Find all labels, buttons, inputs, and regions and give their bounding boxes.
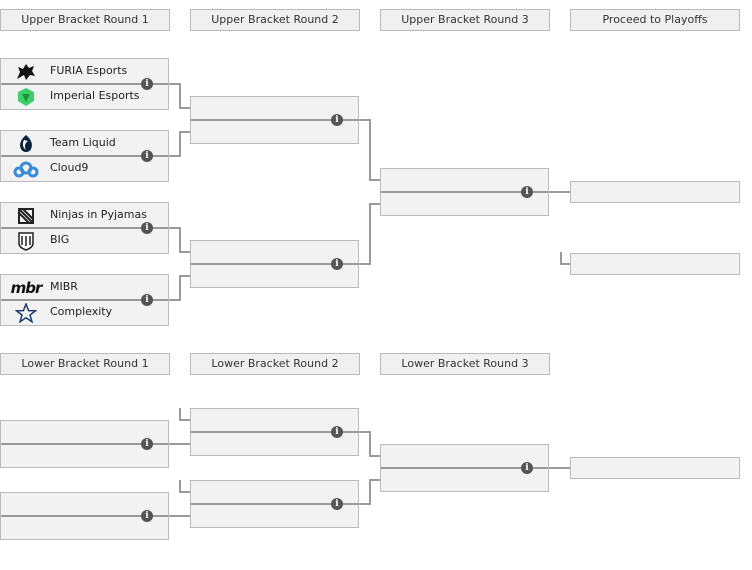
match-info-icon[interactable]: i <box>141 150 153 162</box>
ub-r1-match-1: FURIA Esports Imperial Esports i <box>0 58 169 110</box>
empty-team-slot[interactable] <box>191 120 337 143</box>
empty-team-slot[interactable] <box>381 192 527 215</box>
lb-r2-match-1: i <box>190 408 359 456</box>
lb-r2-match-2: i <box>190 480 359 528</box>
match-info-icon[interactable]: i <box>141 294 153 306</box>
liquid-logo-icon <box>13 134 39 153</box>
team-slot-imperial[interactable]: Imperial Esports <box>1 84 147 109</box>
match-info-icon[interactable]: i <box>331 114 343 126</box>
team-slot-complexity[interactable]: Complexity <box>1 300 147 325</box>
match-info-icon[interactable]: i <box>141 510 153 522</box>
cloud9-logo-icon <box>13 159 39 178</box>
match-info-icon[interactable]: i <box>521 462 533 474</box>
team-slot-big[interactable]: BIG <box>1 228 147 253</box>
empty-team-slot[interactable] <box>1 493 147 516</box>
header-ub-round-2: Upper Bracket Round 2 <box>190 9 360 31</box>
empty-team-slot[interactable] <box>1 421 147 444</box>
complexity-logo-icon <box>13 302 39 323</box>
team-slot-cloud9[interactable]: Cloud9 <box>1 156 147 181</box>
header-proceed-to-playoffs: Proceed to Playoffs <box>570 9 740 31</box>
empty-team-slot[interactable] <box>191 432 337 455</box>
empty-team-slot[interactable] <box>381 169 527 192</box>
empty-team-slot[interactable] <box>191 97 337 120</box>
ub-r1-match-2: Team Liquid Cloud9 i <box>0 130 169 182</box>
imperial-logo-icon <box>13 87 39 106</box>
empty-team-slot[interactable] <box>1 516 147 539</box>
lb-r3-match-1: i <box>380 444 549 492</box>
header-lb-round-3: Lower Bracket Round 3 <box>380 353 550 375</box>
ub-r2-match-1: i <box>190 96 359 144</box>
nip-logo-icon <box>13 206 39 225</box>
header-ub-round-1: Upper Bracket Round 1 <box>0 9 170 31</box>
header-lb-round-2: Lower Bracket Round 2 <box>190 353 360 375</box>
ub-r3-match-1: i <box>380 168 549 216</box>
match-info-icon[interactable]: i <box>141 438 153 450</box>
empty-team-slot[interactable] <box>191 409 337 432</box>
team-slot-nip[interactable]: Ninjas in Pyjamas <box>1 203 147 228</box>
furia-logo-icon <box>13 62 39 81</box>
match-info-icon[interactable]: i <box>331 498 343 510</box>
header-ub-round-3: Upper Bracket Round 3 <box>380 9 550 31</box>
mibr-logo-icon: mbr <box>10 278 43 297</box>
match-info-icon[interactable]: i <box>141 78 153 90</box>
ub-r2-match-2: i <box>190 240 359 288</box>
lb-r1-match-2: i <box>0 492 169 540</box>
match-info-icon[interactable]: i <box>521 186 533 198</box>
match-info-icon[interactable]: i <box>331 426 343 438</box>
empty-team-slot[interactable] <box>191 504 337 527</box>
playoff-slot-1[interactable] <box>570 181 740 203</box>
empty-team-slot[interactable] <box>191 241 337 264</box>
playoff-slot-2[interactable] <box>570 253 740 275</box>
playoff-slot-3[interactable] <box>570 457 740 479</box>
lb-r1-match-1: i <box>0 420 169 468</box>
team-slot-furia[interactable]: FURIA Esports <box>1 59 147 84</box>
ub-r1-match-4: mbr MIBR Complexity i <box>0 274 169 326</box>
empty-team-slot[interactable] <box>381 445 527 468</box>
match-info-icon[interactable]: i <box>141 222 153 234</box>
ub-r1-match-3: Ninjas in Pyjamas BIG i <box>0 202 169 254</box>
empty-team-slot[interactable] <box>1 444 147 467</box>
empty-team-slot[interactable] <box>381 468 527 491</box>
match-info-icon[interactable]: i <box>331 258 343 270</box>
big-logo-icon <box>13 231 39 251</box>
header-lb-round-1: Lower Bracket Round 1 <box>0 353 170 375</box>
team-slot-mibr[interactable]: mbr MIBR <box>1 275 147 300</box>
empty-team-slot[interactable] <box>191 264 337 287</box>
team-slot-liquid[interactable]: Team Liquid <box>1 131 147 156</box>
empty-team-slot[interactable] <box>191 481 337 504</box>
